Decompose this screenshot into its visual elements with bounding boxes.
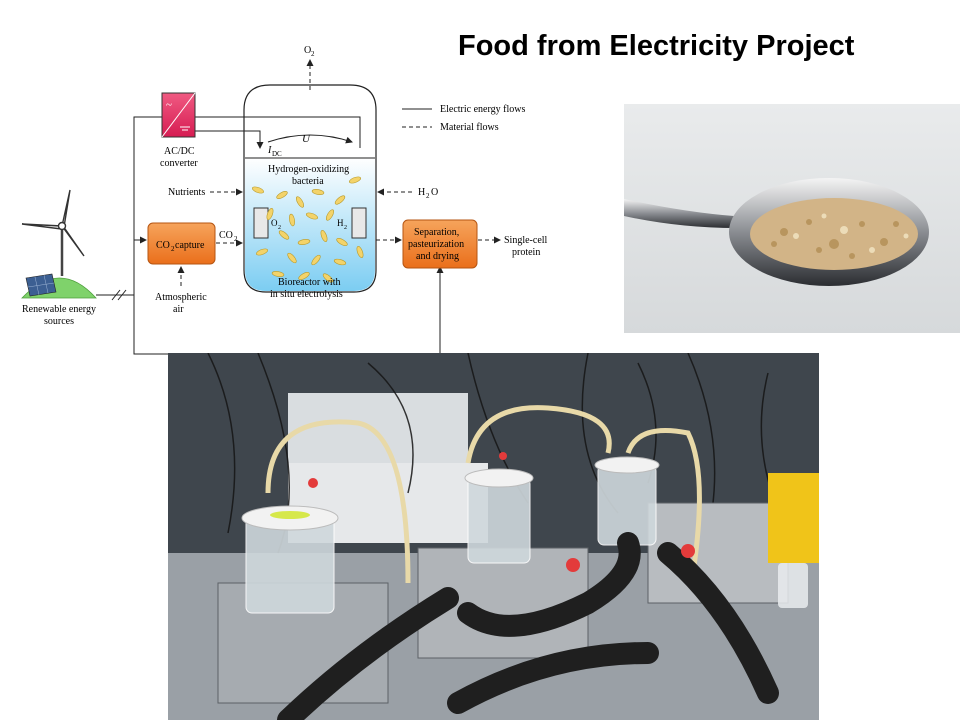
renewable-label-2: sources <box>44 316 74 327</box>
svg-text:CO: CO <box>156 240 170 251</box>
bacteria-cells <box>251 176 364 283</box>
svg-text:~: ~ <box>166 99 172 111</box>
yellow-crate <box>768 473 819 563</box>
atmospheric-label-1: Atmospheric <box>155 292 207 303</box>
powder-highlights <box>793 213 909 253</box>
svg-text:I: I <box>267 145 272 156</box>
reactor-vessel-2 <box>464 468 534 564</box>
current-label: I DC <box>267 145 282 158</box>
bioreactor-label-2: in situ electrolysis <box>270 289 343 300</box>
acdc-converter: ~ <box>161 92 196 138</box>
lab-window <box>288 393 468 463</box>
svg-text:2: 2 <box>171 245 175 253</box>
slide-title: Food from Electricity Project <box>458 30 855 62</box>
svg-text:capture: capture <box>175 240 205 251</box>
powder-texture <box>771 219 899 259</box>
solar-panel-icon <box>25 273 57 297</box>
o2-outlet-label: O 2 <box>304 45 315 58</box>
svg-text:2: 2 <box>426 192 430 200</box>
svg-text:2: 2 <box>344 225 347 231</box>
svg-text:O: O <box>304 45 311 56</box>
spoon-handle <box>624 199 736 228</box>
protein-powder <box>750 198 918 270</box>
insulated-hoses <box>277 532 779 720</box>
separation-label-1: Separation, <box>414 227 459 238</box>
voltage-arc <box>267 134 353 144</box>
legend-electric-text: Electric energy flows <box>440 104 525 115</box>
electrode-anode <box>253 207 269 239</box>
legend-material-text: Material flows <box>440 122 499 133</box>
product-label-2: protein <box>512 247 540 258</box>
svg-text:H: H <box>418 187 425 198</box>
sample-bottle <box>778 563 808 608</box>
bioreactor-liquid <box>245 158 375 291</box>
red-fittings <box>308 452 695 572</box>
process-diagram: O 2 Electric energy flows Material flows… <box>21 45 548 355</box>
svg-text:H: H <box>337 218 344 228</box>
reactor-vessel-3 <box>594 456 660 546</box>
atmospheric-label-2: air <box>173 304 184 315</box>
bioreactor-label-1: Bioreactor with <box>278 277 340 288</box>
converter-label-1: AC/DC <box>164 146 195 157</box>
voltage-label: U <box>302 133 311 145</box>
anode-gas-label: O 2 <box>271 218 281 231</box>
renewable-label-1: Renewable energy <box>22 304 96 315</box>
electrode-cathode <box>351 207 367 239</box>
svg-text:2: 2 <box>278 225 281 231</box>
bacteria-label-1: Hydrogen-oxidizing <box>268 164 349 175</box>
protein-spoon-photo <box>624 104 960 333</box>
bacteria-label-2: bacteria <box>292 176 324 187</box>
svg-text:CO: CO <box>219 230 233 241</box>
lab-bioreactors-photo <box>168 353 819 720</box>
reactor-vessel-1 <box>241 505 339 614</box>
co2-capture-box <box>147 222 216 265</box>
svg-text:2: 2 <box>311 50 315 58</box>
h2o-label: H 2 O <box>418 187 438 200</box>
nutrients-label: Nutrients <box>168 187 205 198</box>
cathode-gas-label: H 2 <box>337 218 347 231</box>
separation-label-3: and drying <box>416 251 459 262</box>
separation-label-2: pasteurization <box>408 239 464 250</box>
bioreactor-vessel <box>243 84 377 293</box>
svg-text:2: 2 <box>234 235 238 243</box>
converter-label-2: converter <box>160 158 198 169</box>
co2-flow-label: CO 2 <box>219 230 238 243</box>
silicone-tubing <box>265 405 702 584</box>
svg-text:O: O <box>431 187 438 198</box>
product-label-1: Single-cell <box>504 235 548 246</box>
separation-box <box>402 219 478 269</box>
wind-turbine-icon <box>21 189 85 276</box>
co2-capture-label: CO 2 capture <box>156 240 205 253</box>
svg-text:DC: DC <box>272 150 282 158</box>
svg-text:O: O <box>271 218 278 228</box>
